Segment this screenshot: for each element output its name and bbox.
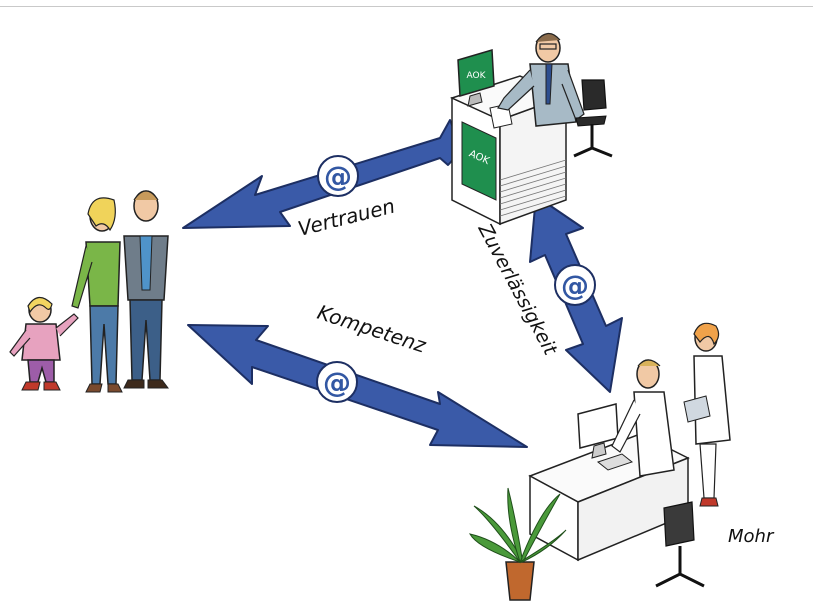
doctor-figure <box>611 359 675 477</box>
nurse-figure <box>683 322 731 507</box>
office-chair-aok <box>573 79 613 158</box>
family-illustration <box>9 190 169 393</box>
artist-signature: Mohr <box>728 526 775 547</box>
svg-text:@: @ <box>323 366 351 399</box>
svg-text:@: @ <box>324 160 352 193</box>
potted-plant <box>468 487 567 601</box>
insurance-office-illustration: AOK AOK <box>449 32 613 226</box>
aok-logo-desk: AOK <box>461 121 497 201</box>
competence-at-badge: @ <box>316 361 358 403</box>
aok-monitor: AOK <box>457 49 495 107</box>
mother-figure <box>71 197 123 393</box>
svg-text:AOK: AOK <box>467 71 487 81</box>
insurance-agent-figure <box>497 32 585 127</box>
competence-label: Kompetenz <box>314 300 429 358</box>
father-figure <box>123 190 169 389</box>
doctor-office-illustration <box>468 322 731 601</box>
office-chair-doctor <box>655 501 705 588</box>
svg-text:@: @ <box>561 269 589 302</box>
trust-at-badge: @ <box>317 155 359 197</box>
child-figure <box>9 296 79 391</box>
top-divider <box>0 6 813 7</box>
reliability-at-badge: @ <box>554 264 596 306</box>
